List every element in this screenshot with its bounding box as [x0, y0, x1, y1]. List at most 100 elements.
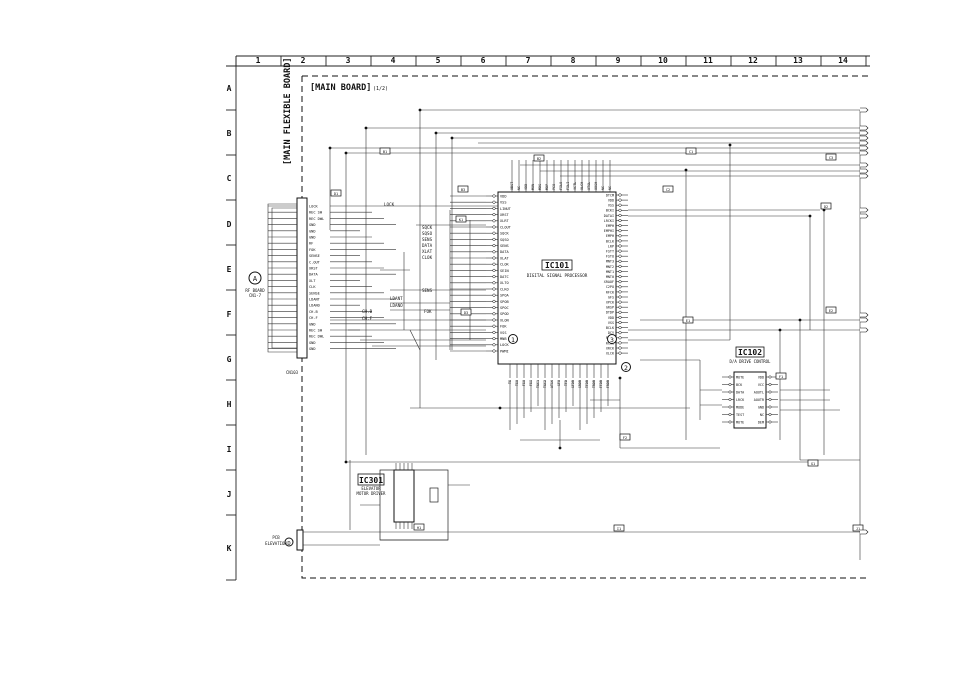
signal-label: XLAT — [422, 249, 433, 254]
ic101-pin-dot — [618, 315, 622, 319]
flex-pin-label: XLT — [309, 279, 316, 283]
col-label: 8 — [571, 56, 576, 65]
reference-badge-label: J1 — [856, 527, 860, 531]
ic101-pin-dot — [618, 269, 622, 274]
col-label: 13 — [793, 56, 803, 65]
ic101-pin-label: BCKI — [606, 209, 614, 213]
reference-badge-label: F2 — [623, 436, 627, 440]
ic101-pin-label: MNT3 — [606, 260, 614, 264]
reference-badge-label: B3 — [461, 188, 465, 192]
output-terminals — [860, 107, 869, 535]
reference-badge — [825, 153, 837, 161]
ic102-pin-dot — [728, 413, 732, 416]
reference-badge — [455, 215, 467, 223]
flex-pin-label: REC SW — [309, 211, 323, 215]
elevation-label-2: ELEVATION — [265, 541, 287, 546]
ic101-pin-dot — [618, 198, 622, 202]
ic101-pin-label: MDP — [545, 184, 549, 190]
ic102-pin-label: LRCK — [736, 398, 745, 402]
reference-badge — [379, 147, 391, 155]
ic101-pin-label: XRST — [500, 213, 509, 217]
junction-dot — [684, 168, 688, 172]
signal-label: CLOK — [422, 255, 433, 260]
ic101-pin-label: DCY — [608, 331, 614, 335]
ic102-pin-label: VCC — [758, 383, 764, 387]
reference-badge — [807, 459, 819, 467]
flex-pin-label: GND — [309, 223, 316, 227]
col-label: 4 — [391, 56, 396, 65]
ic101-pin-label: DATA — [500, 250, 509, 254]
ic101-pin-label: SPOA — [500, 294, 509, 298]
main-board-title: [MAIN BOARD] — [310, 83, 371, 93]
flex-pin-label: RF — [309, 242, 313, 246]
ic101-pin-label: XPCK — [606, 301, 615, 305]
ic101-pin-dot — [618, 254, 622, 258]
ic101-pin-label: MNT0 — [606, 275, 614, 279]
ic101-pin-dot — [618, 285, 622, 289]
terminal-arrow — [860, 317, 869, 323]
flex-pin-label: C.OUT — [309, 260, 321, 264]
ic102-pin-dot — [728, 390, 732, 394]
ic101-pin-label: XLTO — [500, 281, 509, 285]
terminal-arrow — [860, 145, 869, 151]
ic102-pin-label: DEM — [758, 420, 764, 424]
ic102-pin-dot — [728, 375, 732, 379]
pin-marker-1 — [508, 334, 518, 344]
ic101-pin-dot — [492, 337, 496, 341]
ic301-body — [393, 469, 415, 523]
signal-label: CH.B — [362, 309, 373, 314]
ic301-pins — [395, 463, 413, 529]
flex-pin-label: GND — [309, 347, 316, 351]
ic101-pin-label: EMPHI — [604, 229, 614, 233]
flex-pin-label: GND — [309, 322, 316, 326]
row-labels: A B C D E F G H I J K — [227, 84, 232, 553]
connector-a-label: RF BOARD — [245, 288, 265, 293]
ic102-pin-dot — [768, 390, 772, 394]
col-label: 3 — [346, 56, 351, 65]
ic101-pin-label: XLCK — [606, 352, 615, 356]
ic101-pin-label: XRAOF — [604, 280, 614, 284]
ic101-pin-label: RFCK — [606, 290, 615, 294]
terminal-arrow — [860, 162, 869, 168]
ic101-pin-dot — [618, 275, 622, 279]
ic102-pin-label: MUTE — [736, 375, 744, 379]
ic101-pin-label: GRSP — [606, 306, 614, 310]
ic101-pin-dot — [618, 239, 622, 243]
ic101-pin-label: FSTO — [606, 255, 614, 259]
ic101-pin-dot — [618, 224, 622, 228]
pin-marker-2-label: 2 — [624, 364, 628, 372]
ic101-pin-label: C2PO — [606, 285, 614, 289]
ic102-subtitle: D/A DRIVE CONTROL — [730, 359, 772, 364]
ic101-pin-dot — [618, 229, 622, 233]
pin-marker-3 — [607, 334, 617, 344]
ic101-pin-dot — [618, 341, 622, 345]
reference-badge — [775, 372, 787, 380]
ic101-pin-label: CLOUT — [500, 225, 512, 229]
junction-dot — [450, 136, 454, 140]
ic101-pin-dot — [492, 231, 496, 235]
flex-pin-label: GND — [309, 341, 316, 345]
ic101-pin-label: FSTT — [606, 250, 614, 254]
ic102-pin-label: NC — [760, 413, 764, 417]
ic101-pin-dot — [492, 194, 496, 198]
ic101-pin-dot — [618, 336, 622, 340]
ic101-pin-label: VDD — [500, 194, 507, 198]
ic101-pin-label: SPOC — [500, 306, 509, 310]
ic101-pin-label: XLAT — [500, 256, 509, 260]
terminal-arrow — [860, 327, 869, 333]
ic101-pin-dot — [492, 256, 496, 260]
col-label: 10 — [658, 56, 668, 65]
col-label: 9 — [616, 56, 621, 65]
flex-pin-label: CH.F — [309, 316, 318, 320]
col-label: 2 — [301, 56, 306, 65]
ic101-pin-label: VSS — [608, 204, 614, 208]
ic101-pin-label: LINUT — [500, 207, 512, 211]
signal-label: SENS — [422, 237, 433, 242]
ic101-pin-label: VDD — [608, 199, 614, 203]
ic101-pin-label: XLON — [500, 318, 509, 322]
ic101-pin-label: GFS — [608, 295, 614, 299]
ic101-pin-label: VSS — [608, 321, 614, 325]
ic101-left-pins: VDDVSSLINUTXRSTXLRTCLOUTSQCKSQSOSENSDATA… — [450, 194, 512, 353]
